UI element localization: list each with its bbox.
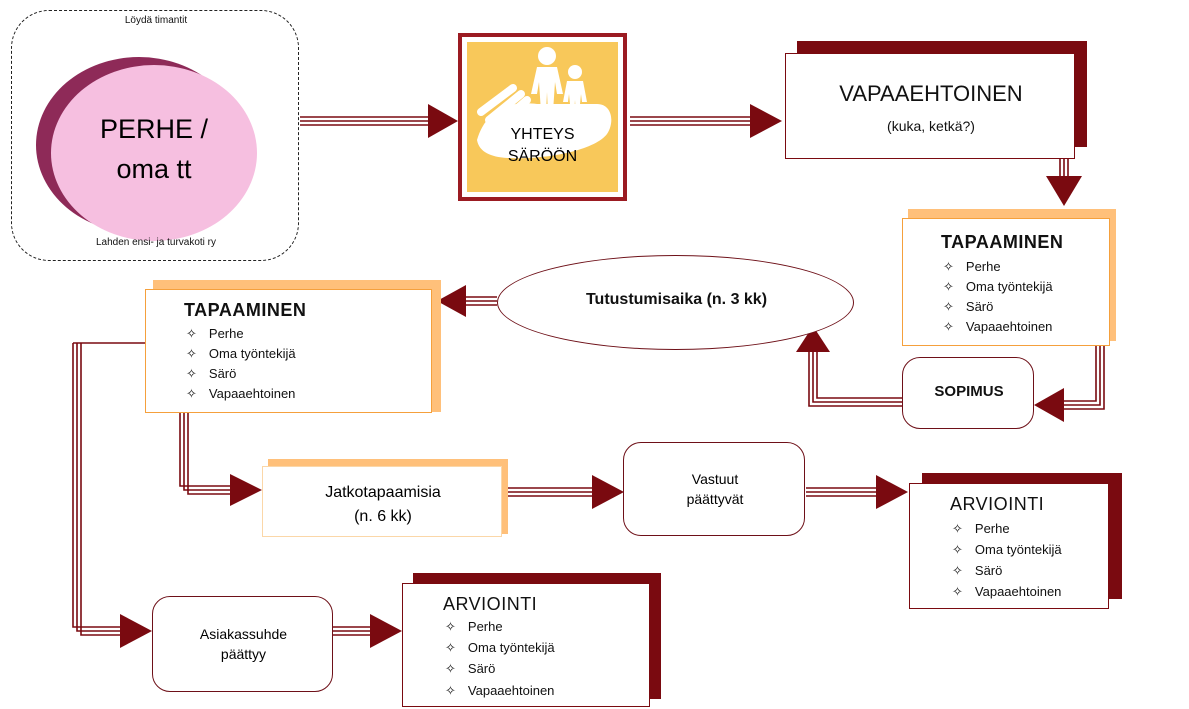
tutustumisaika-label: Tutustumisaika (n. 3 kk) [585,291,768,308]
list-item: ✧Oma työntekijä [943,279,1053,294]
arrowhead-to-asiakassuhde [120,614,152,648]
star-bullet-icon: ✧ [445,640,456,655]
star-bullet-icon: ✧ [445,661,456,676]
list-item: ✧Särö [186,366,237,381]
arrowhead-to-arviointi-right [876,475,908,509]
star-bullet-icon: ✧ [943,299,954,314]
star-bullet-icon: ✧ [952,521,963,536]
vapaaehtoinen-title: VAPAAEHTOINEN [839,81,1023,106]
yhteys-saroon-box: YHTEYS SÄRÖÖN [458,33,627,201]
arrowhead-to-arviointi-bottom [370,614,402,648]
sopimus-box: SOPIMUS [902,357,1034,429]
star-bullet-icon: ✧ [445,619,456,634]
list-item: ✧Särö [952,563,1003,578]
asiakassuhde-line1: Asiakassuhde [199,626,288,642]
star-bullet-icon: ✧ [445,683,456,698]
connector-lines [72,116,1105,636]
list-item: ✧Särö [445,661,496,676]
star-bullet-icon: ✧ [943,279,954,294]
yhteys-line1: YHTEYS [510,126,575,143]
vastuut-label: Vastuut päättyvät [624,469,806,509]
star-bullet-icon: ✧ [952,542,963,557]
star-bullet-icon: ✧ [943,259,954,274]
jatkotapaamisia-line2: (n. 6 kk) [354,508,412,525]
list-item: ✧Oma työntekijä [445,640,555,655]
arviointi-right-title: ARVIOINTI [950,494,1045,514]
arrowheads [120,104,1082,648]
perhe-group: Löydä timantit PERHE / oma tt Lahden ens… [11,10,299,261]
sopimus-label: SOPIMUS [934,383,1004,400]
asiakassuhde-line2: päättyy [220,646,267,662]
arviointi-bottom-box: ARVIOINTI ✧Perhe ✧Oma työntekijä ✧Särö ✧… [402,583,650,707]
arrowhead-to-tapaaminen-right [1046,176,1082,206]
star-bullet-icon: ✧ [943,319,954,334]
list-item: ✧Vapaaehtoinen [952,584,1062,599]
list-item: ✧Oma työntekijä [186,346,296,361]
arrowhead-to-yhteys [428,104,458,138]
jatkotapaamisia-box: Jatkotapaamisia (n. 6 kk) [262,466,502,537]
yhteys-saroon-logo: YHTEYS SÄRÖÖN [467,42,618,192]
vastuut-line2: päättyvät [686,491,744,507]
perhe-title-line1: PERHE / [99,114,209,144]
star-bullet-icon: ✧ [186,346,197,361]
perhe-title-line2: oma tt [116,154,192,184]
list-item: ✧Perhe [952,521,1010,536]
star-bullet-icon: ✧ [186,326,197,341]
list-item: ✧Perhe [943,259,1001,274]
jatkotapaamisia-line1: Jatkotapaamisia [325,484,441,501]
asiakassuhde-label: Asiakassuhde päättyy [153,624,334,664]
arrowhead-to-vastuut [592,475,624,509]
list-item: ✧Perhe [186,326,244,341]
arrowhead-to-vapaaehtoinen [750,104,782,138]
arviointi-bottom-title: ARVIOINTI [443,594,538,614]
arviointi-right-box: ARVIOINTI ✧Perhe ✧Oma työntekijä ✧Särö ✧… [909,483,1109,609]
vapaaehtoinen-subtitle: (kuka, ketkä?) [887,118,975,134]
vastuut-line1: Vastuut [691,471,739,487]
arrowhead-to-jatkotapaamisia [230,474,262,506]
tapaaminen-left-box: TAPAAMINEN ✧Perhe ✧Oma työntekijä ✧Särö … [145,289,432,413]
tapaaminen-right-box: TAPAAMINEN ✧Perhe ✧Oma työntekijä ✧Särö … [902,218,1110,346]
arrowhead-to-sopimus [1034,388,1064,422]
list-item: ✧Vapaaehtoinen [186,386,296,401]
list-item: ✧Vapaaehtoinen [445,683,555,698]
perhe-title: PERHE / oma tt [51,109,257,189]
yhteys-saroon-label: YHTEYS SÄRÖÖN [467,124,618,168]
perhe-bottom-label: Lahden ensi- ja turvakoti ry [95,237,217,248]
vapaaehtoinen-box: VAPAAEHTOINEN (kuka, ketkä?) [785,53,1075,159]
list-item: ✧Särö [943,299,994,314]
arrowhead-to-tutustumisaika [796,326,830,352]
tutustumisaika-ellipse: Tutustumisaika (n. 3 kk) [497,255,854,350]
list-item: ✧Perhe [445,619,503,634]
star-bullet-icon: ✧ [186,386,197,401]
perhe-top-label: Löydä timantit [124,15,188,26]
family-hands-icon [477,47,612,159]
perhe-oval [51,65,257,241]
star-bullet-icon: ✧ [186,366,197,381]
asiakassuhde-box: Asiakassuhde päättyy [152,596,333,692]
jatkotapaamisia-label: Jatkotapaamisia (n. 6 kk) [263,481,503,529]
list-item: ✧Vapaaehtoinen [943,319,1053,334]
vastuut-box: Vastuut päättyvät [623,442,805,536]
tapaaminen-right-title: TAPAAMINEN [941,232,1064,252]
arrowhead-to-tapaaminen-left [437,285,466,317]
list-item: ✧Oma työntekijä [952,542,1062,557]
star-bullet-icon: ✧ [952,584,963,599]
yhteys-line2: SÄRÖÖN [507,148,578,165]
tapaaminen-left-title: TAPAAMINEN [184,300,307,320]
star-bullet-icon: ✧ [952,563,963,578]
